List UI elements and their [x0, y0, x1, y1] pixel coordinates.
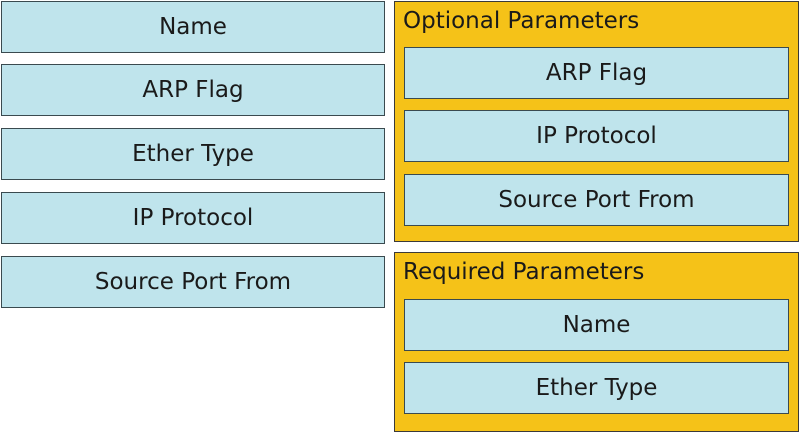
- source-item-arp-flag[interactable]: ARP Flag: [1, 64, 385, 116]
- source-item-name[interactable]: Name: [1, 1, 385, 53]
- optional-item-arp-flag[interactable]: ARP Flag: [404, 47, 789, 99]
- required-item-ether-type[interactable]: Ether Type: [404, 362, 789, 414]
- required-item-name[interactable]: Name: [404, 299, 789, 351]
- optional-item-source-port-from[interactable]: Source Port From: [404, 174, 789, 226]
- optional-item-ip-protocol[interactable]: IP Protocol: [404, 110, 789, 162]
- source-item-ip-protocol[interactable]: IP Protocol: [1, 192, 385, 244]
- required-parameters-title: Required Parameters: [403, 259, 645, 285]
- source-item-source-port-from[interactable]: Source Port From: [1, 256, 385, 308]
- optional-parameters-title: Optional Parameters: [403, 8, 640, 34]
- required-parameters-panel[interactable]: Required Parameters Name Ether Type: [394, 252, 799, 432]
- source-item-ether-type[interactable]: Ether Type: [1, 128, 385, 180]
- optional-parameters-panel[interactable]: Optional Parameters ARP Flag IP Protocol…: [394, 1, 799, 242]
